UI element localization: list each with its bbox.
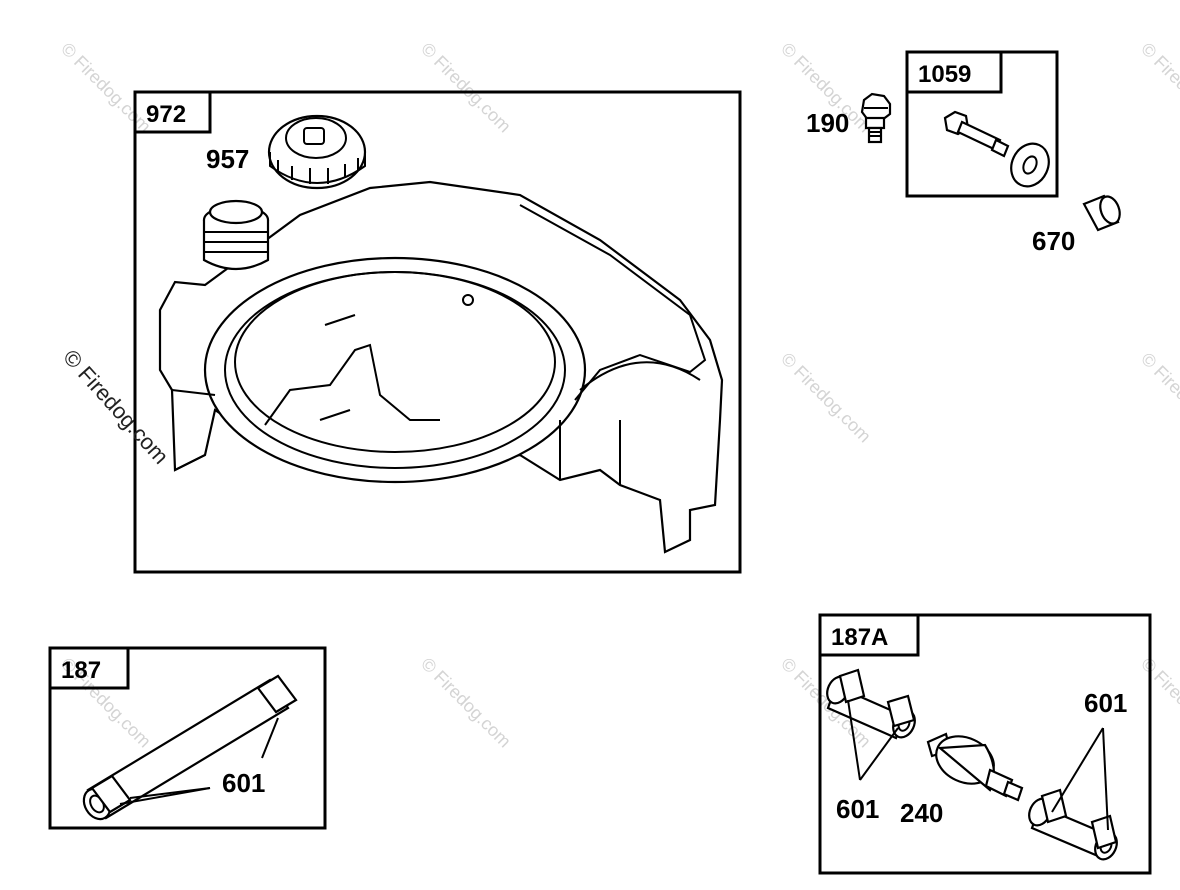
- watermark: © Firedog.com: [1137, 349, 1180, 447]
- fuel-tank-icon: [158, 180, 724, 554]
- screw-icon: [860, 92, 892, 144]
- box-187-label: 187: [61, 657, 101, 684]
- watermark: © Firedog.com: [417, 39, 515, 137]
- watermark-dark: © Firedog.com: [58, 345, 173, 469]
- watermark: © Firedog.com: [417, 654, 515, 752]
- box-187-frame: [48, 646, 327, 830]
- fuel-cap-icon: [267, 114, 367, 190]
- box-187a-frame: [818, 613, 1152, 875]
- hose-icon: [82, 678, 290, 821]
- clamp-icon: [838, 668, 916, 728]
- fuel-line-assembly: 187 601: [48, 646, 327, 830]
- fuel-filter-assembly: 187A: [818, 613, 1152, 875]
- box-187a-tag: [818, 613, 920, 657]
- fuel-filter-icon: [926, 732, 1024, 802]
- box-187a-label: 187A: [831, 624, 888, 651]
- box-972-tag: [133, 90, 212, 134]
- spacer-icon: [1082, 194, 1121, 232]
- box-1059-label: 1059: [918, 61, 971, 88]
- part-label-601-a: 601: [222, 768, 265, 798]
- box-972-label: 972: [146, 101, 186, 128]
- part-label-601-b: 601: [836, 794, 879, 824]
- watermark: © Firedog.com: [1137, 654, 1180, 752]
- part-label-957: 957: [206, 144, 249, 174]
- fuel-tank-assembly: 972 957: [58, 90, 742, 574]
- box-1059-tag: [905, 50, 1003, 94]
- part-label-601-c: 601: [1084, 688, 1127, 718]
- screw-kit-assembly: 1059: [905, 50, 1059, 198]
- watermark: © Firedog.com: [57, 39, 155, 137]
- box-187-tag: [48, 646, 130, 690]
- shoulder-screw-icon: [943, 110, 1010, 158]
- watermark: © Firedog.com: [777, 349, 875, 447]
- part-label-240: 240: [900, 798, 943, 828]
- watermark: © Firedog.com: [1137, 39, 1180, 137]
- box-972-frame: [133, 90, 742, 574]
- washer-icon: [1010, 142, 1050, 188]
- part-label-670: 670: [1032, 226, 1075, 256]
- part-label-190: 190: [806, 108, 849, 138]
